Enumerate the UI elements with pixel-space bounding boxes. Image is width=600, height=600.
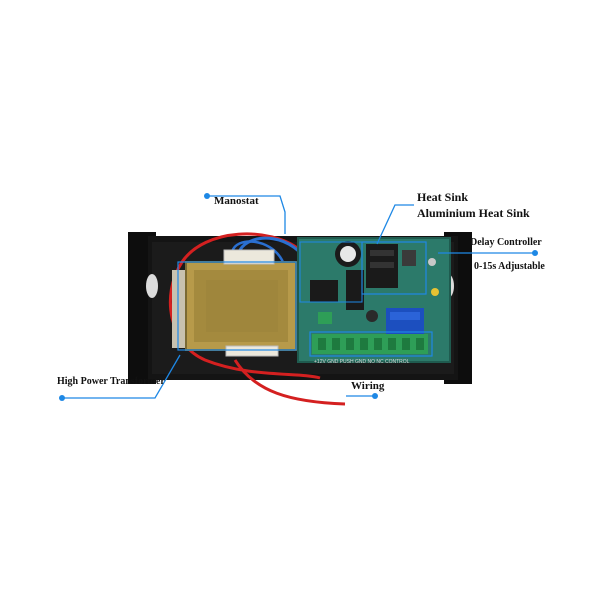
label-delay-range: 0-15s Adjustable: [474, 261, 545, 272]
callout-dot-delay: [532, 250, 538, 256]
terminal-block: [312, 334, 428, 354]
label-manostat: Manostat: [214, 195, 259, 207]
label-delay-controller: Delay Controller: [470, 237, 542, 248]
label-wiring: Wiring: [351, 380, 385, 392]
callout-dot-transformer: [59, 395, 65, 401]
callout-line-transformer: [62, 354, 181, 399]
red-wire: [168, 232, 321, 380]
callout-line-manostat: [207, 195, 286, 234]
transformer: [172, 249, 297, 357]
callout-box-transformer: [177, 261, 297, 351]
callout-line-heatsink: [376, 204, 414, 245]
callout-box-manostat: [299, 241, 363, 303]
label-aluminium-heat-sink: Aluminium Heat Sink: [417, 206, 530, 220]
label-heat-sink: Heat Sink: [417, 190, 469, 204]
mounting-hole-left: [146, 274, 158, 298]
label-transformer: High Power Transformer: [57, 376, 165, 387]
red-wire-lead: [233, 359, 346, 406]
callout-dot-manostat: [204, 193, 210, 199]
callout-dot-wiring: [372, 393, 378, 399]
pcb: +12V GND PUSH GND NO NC CONTROL: [297, 237, 451, 365]
terminal-legend: +12V GND PUSH GND NO NC CONTROL: [314, 359, 410, 365]
callout-box-wiring: [309, 331, 433, 357]
